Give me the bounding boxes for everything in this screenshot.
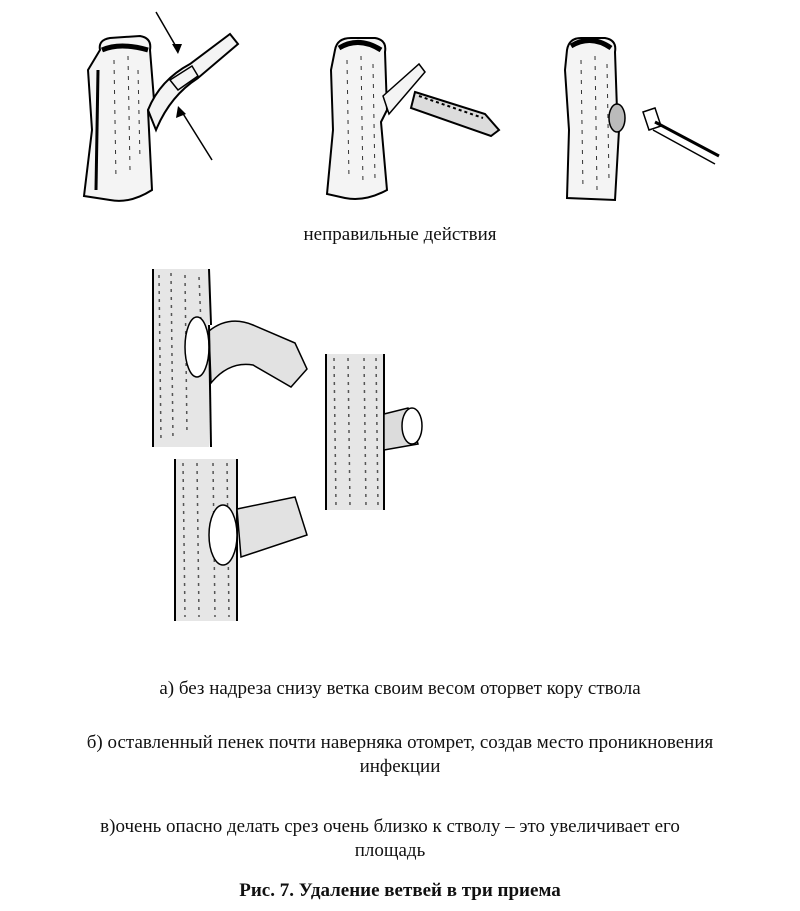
illustration-trunk-with-cut-and-saw (563, 37, 720, 202)
note-b-line2: инфекции (359, 756, 441, 777)
note-b-line1: б) оставленный пенек почти наверняка ото… (86, 732, 714, 753)
note-c-line2: площадь (354, 840, 426, 861)
illustration-trunk-with-branch-and-arrows (82, 11, 240, 202)
figure-caption: Рис. 7. Удаление ветвей в три приема (239, 880, 561, 901)
illustration-trunk-with-torn-branch (325, 37, 501, 200)
label-wrong-actions: неправильные действия (303, 224, 497, 245)
note-a: а) без надреза снизу ветка своим весом о… (159, 678, 641, 699)
illustration-trunk-correct-cut-with-collar (174, 459, 308, 621)
illustration-trunk-correct-branch-collar (152, 268, 308, 448)
illustration-trunk-with-stub (325, 354, 423, 510)
note-c-line1: в)очень опасно делать срез очень близко … (100, 816, 680, 837)
